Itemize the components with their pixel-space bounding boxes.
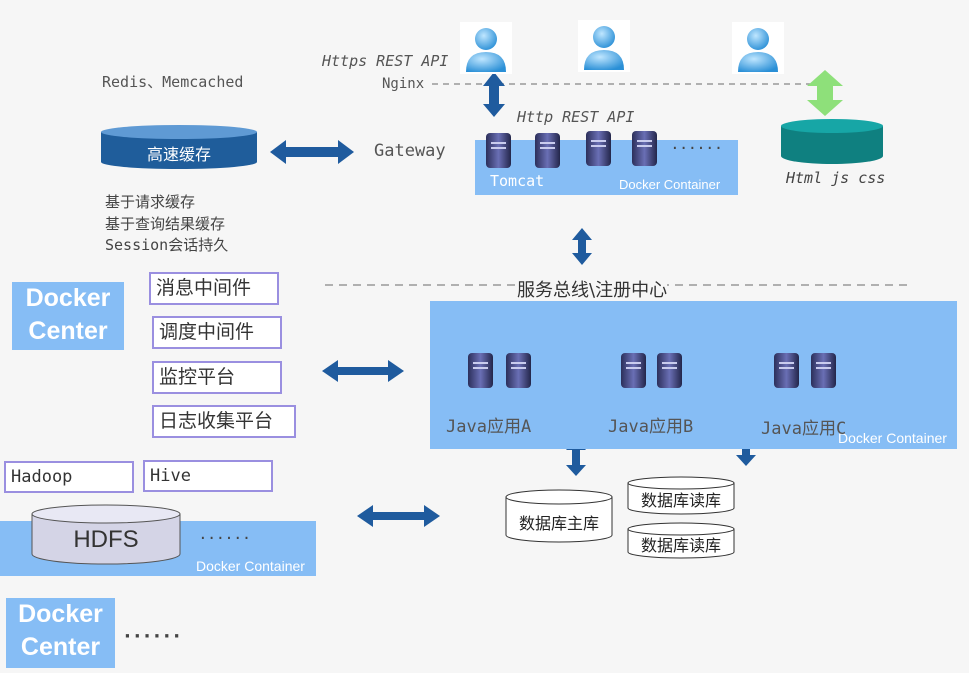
hadoop-box: Hadoop [4, 461, 134, 493]
docker-center-box: Docker Center [12, 282, 124, 350]
server-icon [583, 128, 614, 168]
docker-center-line: Center [28, 317, 108, 345]
java-app-label: Java应用C [761, 419, 847, 439]
bottom-more-dots: ······ [124, 626, 184, 647]
hdfs-label: HDFS [73, 526, 139, 553]
docker-container-label: Docker Container [619, 177, 721, 192]
middleware-apps-arrow [322, 360, 404, 382]
user-static-arrow [807, 70, 843, 116]
tomcat-label: Tomcat [490, 172, 545, 190]
http-rest-label: Http REST API [517, 108, 635, 126]
docker-center-line: Center [20, 633, 101, 661]
static-label: Html js css [786, 169, 886, 187]
static-resources-cylinder [780, 118, 884, 166]
cache-label: 高速缓存 [146, 145, 211, 164]
cache-cylinder: 高速缓存 [100, 124, 258, 172]
server-icon [629, 128, 660, 168]
db-master-cylinder: 数据库主库 [505, 489, 613, 544]
server-icon [771, 350, 802, 390]
user-icon [732, 22, 784, 74]
middleware-box: 消息中间件 [149, 272, 279, 305]
server-icon [483, 130, 514, 170]
middleware-box: 日志收集平台 [152, 405, 296, 438]
user-tomcat-arrow [483, 72, 505, 117]
db-read-label: 数据库读库 [640, 491, 721, 510]
cache-gateway-arrow [270, 140, 354, 164]
nginx-label: Nginx [382, 76, 425, 92]
docker-container-label: Docker Container [838, 430, 947, 446]
docker-center-box: Docker Center [6, 598, 115, 668]
docker-center-line: Docker [18, 600, 103, 628]
user-icon [460, 22, 512, 74]
cache-note: Session会话持久 [105, 236, 229, 254]
cache-notes: 基于请求缓存 基于查询结果缓存 Session会话持久 [105, 192, 228, 257]
cache-note: 基于请求缓存 [105, 193, 196, 211]
hdfs-db-arrow [357, 505, 440, 527]
db-master-label: 数据库主库 [518, 514, 599, 533]
user-icon [578, 20, 630, 72]
cache-note: 基于查询结果缓存 [105, 214, 226, 233]
hive-box: Hive [143, 460, 273, 492]
tomcat-bus-arrow [572, 228, 592, 265]
redis-label: Redis、Memcached [102, 73, 244, 91]
tomcat-more-dots: ······ [672, 138, 725, 159]
server-icon [532, 130, 563, 170]
java-app-label: Java应用B [608, 417, 694, 437]
db-read-cylinder: 数据库读库 [627, 476, 735, 516]
middleware-box: 监控平台 [152, 361, 282, 394]
docker-center-line: Docker [25, 284, 111, 312]
gateway-label: Gateway [374, 141, 446, 161]
server-icon [654, 350, 685, 390]
server-icon [503, 350, 534, 390]
docker-container-label: Docker Container [196, 558, 305, 574]
server-icon [618, 350, 649, 390]
db-read-cylinder: 数据库读库 [627, 522, 735, 560]
java-app-label: Java应用A [446, 417, 532, 437]
https-rest-label: Https REST API [322, 52, 449, 70]
middleware-box: 调度中间件 [152, 316, 282, 349]
hdfs-cylinder: HDFS [31, 504, 181, 566]
db-read-label: 数据库读库 [640, 536, 721, 555]
hdfs-more-dots: ······ [200, 528, 253, 549]
service-bus-label: 服务总线\注册中心 [517, 276, 668, 302]
server-icon [808, 350, 839, 390]
server-icon [465, 350, 496, 390]
